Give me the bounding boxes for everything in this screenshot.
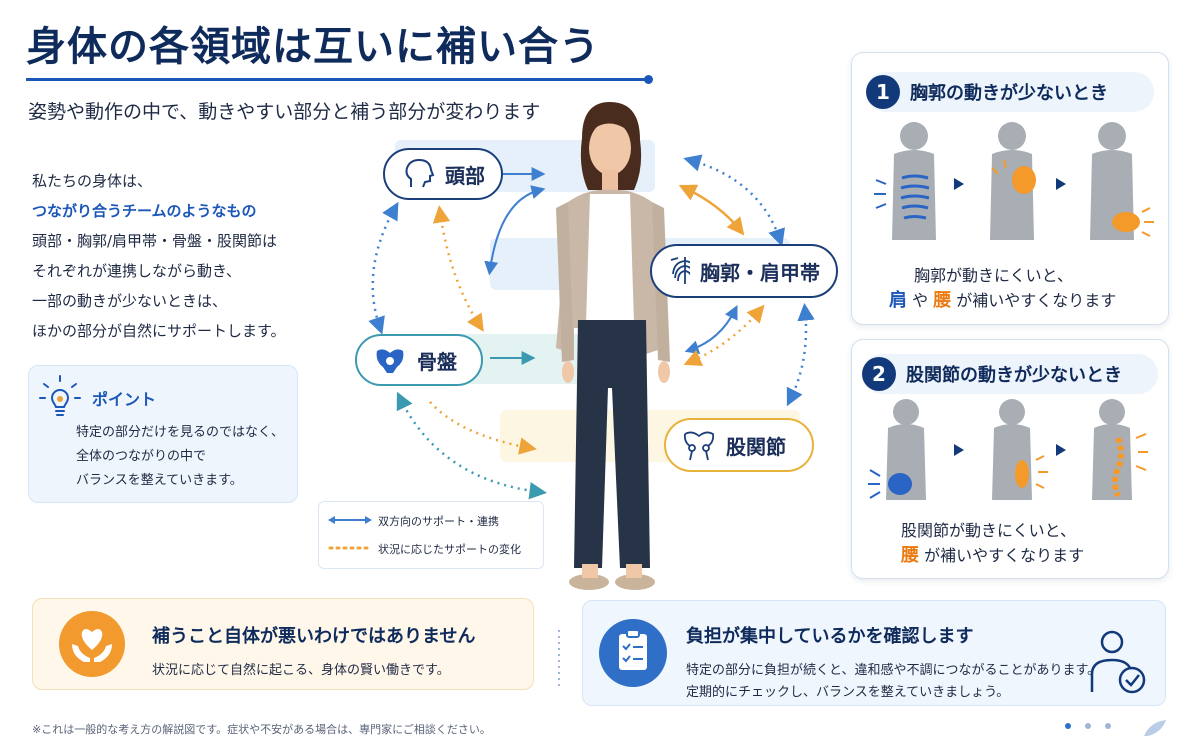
intro-text: 私たちの身体は、 つながり合うチームのようなもの 頭部・胸郭/肩甲帯・骨盤・股関…	[32, 166, 286, 346]
lightbulb-icon	[39, 375, 81, 416]
node-head: 頭部	[383, 148, 503, 200]
caption-end: が補いやすくなります	[924, 546, 1085, 565]
point-line: 特定の部分だけを見るのではなく、	[76, 425, 285, 440]
step-number-badge: 1	[866, 75, 900, 109]
card-check	[582, 600, 1166, 706]
intro-highlight: つながり合うチームのようなもの	[32, 202, 257, 220]
title-underline	[26, 78, 650, 81]
arrow-pelvis-bottom	[396, 391, 547, 500]
arrow-thorax-up	[484, 185, 546, 276]
node-pelvis: 骨盤	[355, 334, 483, 386]
arrow-head-orange	[432, 205, 484, 332]
arrow-pelvis-hip	[429, 401, 537, 455]
connection-arrows	[368, 154, 815, 500]
card-check-line2: 定期的にチェックし、バランスを整えていきましょう。	[686, 685, 1010, 700]
page-title: 身体の各領域は互いに補い合う	[26, 24, 600, 70]
thorax-illustration	[874, 122, 1154, 240]
legend-solid-label: 双方向のサポート・連携	[378, 515, 499, 528]
legend-solid-arrow-icon	[328, 516, 372, 524]
panel-thorax-title: 胸郭の動きが少ないとき	[910, 83, 1108, 104]
arrow-thorax-down	[684, 304, 738, 354]
step-number-badge: 2	[862, 357, 896, 391]
arrow-thorax-head	[683, 154, 785, 247]
node-hip-label: 股関節	[726, 434, 786, 459]
point-line: バランスを整えていきます。	[76, 473, 243, 488]
heart-hands-icon	[59, 611, 125, 677]
card-reassurance-title: 補うこと自体が悪いわけではありません	[152, 626, 476, 647]
intro-line: それぞれが連携しながら動き、	[32, 262, 241, 280]
arrow-head-pelvis	[368, 201, 399, 335]
vertical-divider	[558, 630, 560, 686]
page-subtitle: 姿勢や動作の中で、動きやすい部分と補う部分が変わります	[28, 101, 541, 123]
head-icon	[405, 158, 435, 188]
caption-connector: や	[912, 291, 929, 310]
intro-line: 頭部・胸郭/肩甲帯・骨盤・股関節は	[32, 232, 278, 250]
arrow-thorax-hip	[786, 303, 815, 407]
point-line: 全体のつながりの中で	[76, 449, 207, 464]
legend	[318, 501, 544, 569]
node-thorax: 胸郭・肩甲帯	[650, 244, 838, 298]
title-underline-dot	[644, 75, 653, 84]
person-figure	[556, 102, 670, 590]
legend-dotted-line-icon	[328, 546, 372, 550]
hip-illustration	[868, 399, 1148, 500]
point-box	[28, 365, 298, 503]
highlight-shoulder: 肩	[889, 290, 907, 311]
highlight-lowback: 腰	[933, 290, 952, 311]
intro-line: 一部の動きが少ないときは、	[32, 292, 228, 310]
panel-thorax-header: 1 胸郭の動きが少ないとき	[866, 72, 1154, 112]
panel-thorax-caption-line1: 胸郭が動きにくいと、	[914, 266, 1074, 285]
panel-thorax-caption-line2: 肩 や 腰 が補いやすくなります	[889, 286, 1116, 312]
leaf-icon	[1144, 720, 1166, 736]
highlight-lowback: 腰	[901, 545, 919, 566]
card-check-line1: 特定の部分に負担が続くと、違和感や不調につながることがあります。	[686, 663, 1101, 678]
panel-hip-caption-line1: 股関節が動きにくいと、	[901, 521, 1077, 540]
hip-joint-icon	[683, 431, 715, 461]
pelvis-icon	[376, 349, 404, 373]
panel-hip-caption-line2: 腰 が補いやすくなります	[901, 541, 1084, 567]
clipboard-icon	[599, 619, 667, 687]
caption-end: が補いやすくなります	[956, 291, 1117, 310]
arrow-orange-mid	[683, 304, 765, 366]
intro-line: 私たちの身体は、	[32, 172, 153, 190]
node-hip: 股関節	[664, 418, 814, 472]
legend-dotted-label: 状況に応じたサポートの変化	[378, 543, 521, 556]
card-reassurance-text: 状況に応じて自然に起こる、身体の賢い働きです。	[152, 663, 450, 678]
node-head-label: 頭部	[445, 163, 485, 188]
panel-hip-header: 2 股関節の動きが少ないとき	[862, 354, 1158, 394]
point-title: ポイント	[92, 390, 157, 409]
node-pelvis-label: 骨盤	[417, 349, 457, 374]
ribcage-icon	[670, 257, 690, 284]
footnote: ※これは一般的な考え方の解説図です。症状や不安がある場合は、専門家にご相談くださ…	[32, 723, 491, 736]
panel-hip-title: 股関節の動きが少ないとき	[906, 365, 1122, 386]
point-text: 特定の部分だけを見るのではなく、 全体のつながりの中で バランスを整えていきます…	[76, 421, 284, 493]
intro-line: ほかの部分が自然にサポートします。	[32, 322, 286, 340]
arrow-thorax-orange	[678, 184, 745, 236]
person-check-icon	[1090, 630, 1146, 694]
card-check-title: 負担が集中しているかを確認します	[686, 626, 974, 647]
node-thorax-label: 胸郭・肩甲帯	[700, 260, 820, 285]
page-dots	[1065, 720, 1166, 736]
